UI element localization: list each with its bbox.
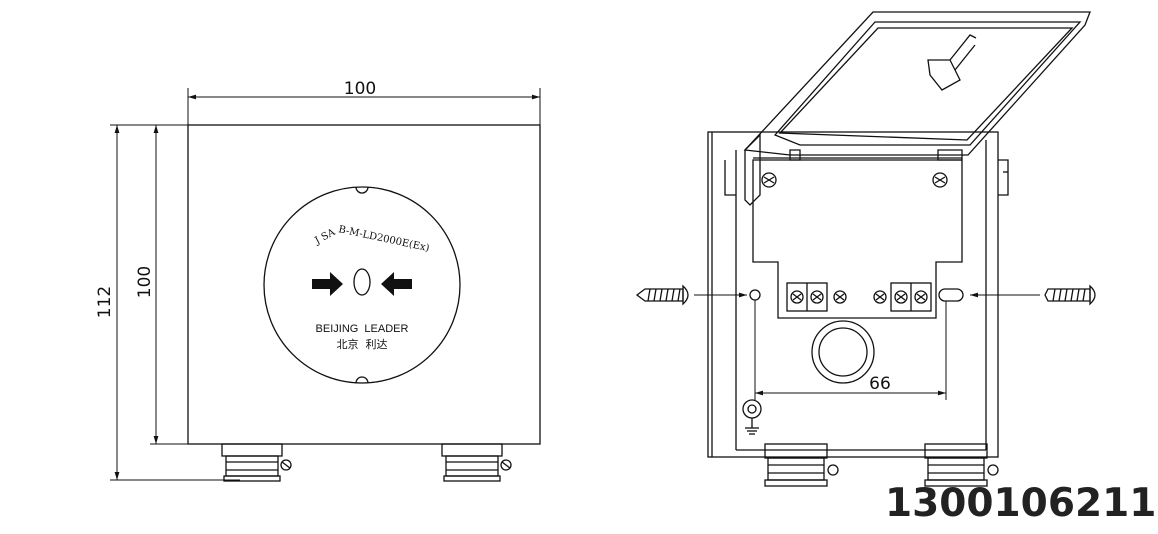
press-arrows bbox=[312, 272, 412, 296]
hole-spacing-dimension-label: 66 bbox=[869, 374, 891, 394]
outer-height-dimension-label: 112 bbox=[95, 286, 115, 318]
width-dimension-label: 100 bbox=[344, 79, 376, 99]
mounting-plate bbox=[752, 149, 963, 319]
arrow-left-icon bbox=[381, 272, 412, 296]
open-enclosure bbox=[707, 131, 999, 458]
button-slot bbox=[353, 268, 371, 296]
front-cable-gland-left bbox=[221, 443, 292, 482]
wall-screw-right bbox=[970, 284, 1096, 306]
plate-model: B-M-LD2000E(Ex) bbox=[337, 224, 430, 254]
cable-knockout bbox=[811, 320, 875, 384]
open-cable-gland-left bbox=[764, 443, 839, 487]
wall-screw-left bbox=[635, 284, 747, 306]
arrow-right-icon bbox=[312, 272, 343, 296]
front-enclosure bbox=[187, 124, 541, 445]
label-plate bbox=[263, 186, 461, 384]
phone-number: 13001062119 bbox=[885, 481, 1158, 526]
screw-icon bbox=[761, 172, 777, 188]
opened-lid bbox=[743, 11, 1091, 206]
open-cable-gland-right bbox=[924, 443, 999, 487]
mounting-hole-slot bbox=[938, 288, 964, 302]
open-view bbox=[635, 11, 1096, 487]
plate-brand: J SA bbox=[312, 227, 338, 248]
inner-height-dimension-label: 100 bbox=[135, 266, 155, 298]
front-view bbox=[110, 88, 541, 482]
plate-company-cn: 北京 利达 bbox=[337, 337, 388, 351]
front-cable-gland-right bbox=[441, 443, 512, 482]
plate-company-en: BEIJING LEADER bbox=[316, 323, 409, 335]
terminal-block-left bbox=[786, 282, 847, 312]
screw-icon bbox=[932, 172, 948, 188]
mounting-hole-round bbox=[749, 289, 761, 301]
ground-terminal bbox=[742, 399, 762, 435]
terminal-block-right bbox=[873, 282, 932, 312]
